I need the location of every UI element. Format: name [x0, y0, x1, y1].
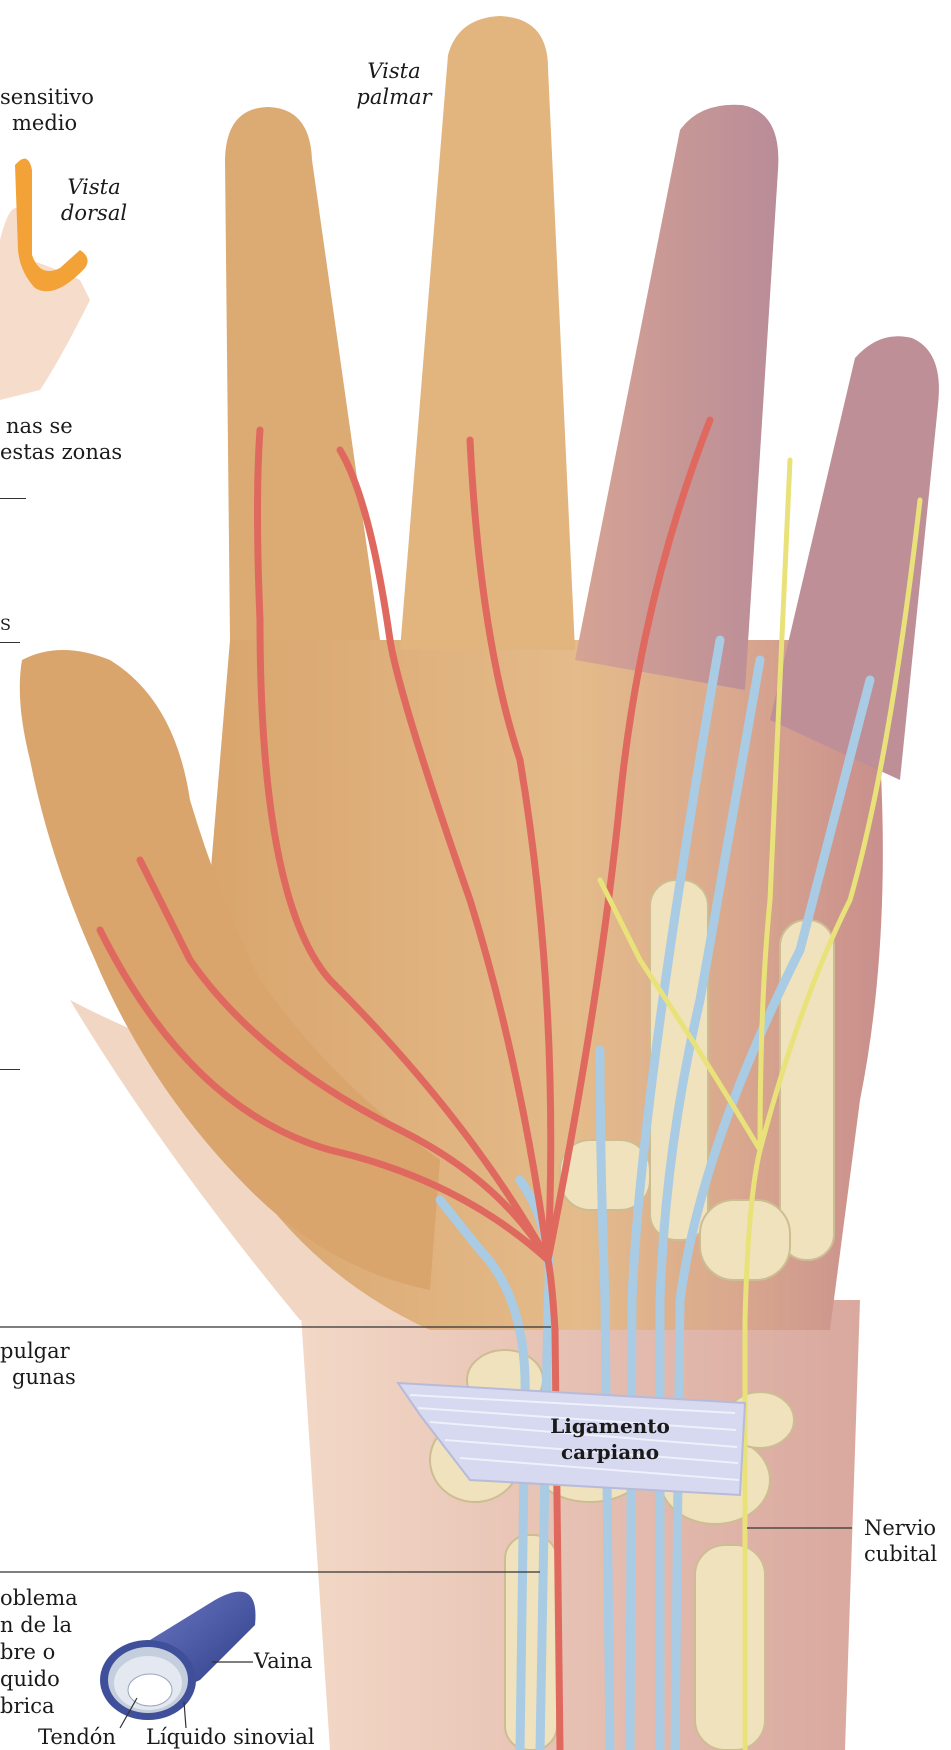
index-finger [225, 107, 380, 640]
middle-finger [400, 16, 575, 650]
problem-line4: quido [0, 1666, 78, 1693]
sensory-line1: sensitivo [0, 84, 94, 110]
forearm [300, 1300, 860, 1750]
problem-line2: n de la [0, 1612, 78, 1639]
ulnar-line1: Nervio [864, 1515, 937, 1541]
ring-finger [575, 105, 778, 690]
problem-line3: bre o [0, 1639, 78, 1666]
problem-line5: brica [0, 1693, 78, 1720]
synovial-fluid-label: Líquido sinovial [146, 1724, 315, 1750]
tendon-label: Tendón [38, 1724, 116, 1750]
thumb-line1: pulgar [0, 1338, 76, 1364]
palmar-view-line2: palmar [345, 84, 443, 110]
palmar-view-title: Vista palmar [345, 58, 443, 110]
zones-line2: estas zonas [0, 439, 122, 465]
dorsal-view-title: Vista dorsal [56, 174, 132, 226]
sensory-line2: medio [0, 110, 94, 136]
palmar-view-line1: Vista [345, 58, 443, 84]
sensory-label-fragment: sensitivo medio [0, 84, 94, 136]
ligament-line2: carpiano [540, 1439, 680, 1465]
divider-rule-3 [0, 1069, 20, 1070]
thumb-label-fragment: pulgar gunas [0, 1338, 76, 1390]
mid-letter-fragment: S [0, 612, 11, 638]
carpal-ligament-label: Ligamento carpiano [540, 1413, 680, 1465]
ulnar-line2: cubital [864, 1541, 937, 1567]
ligament-line1: Ligamento [540, 1413, 680, 1439]
ulnar-nerve-label: Nervio cubital [864, 1515, 937, 1567]
dorsal-view-line1: Vista [56, 174, 132, 200]
dorsal-view-line2: dorsal [56, 200, 132, 226]
problem-line1: oblema [0, 1585, 78, 1612]
zones-line1: nas se [0, 413, 122, 439]
tendon-sheath-inset [100, 1592, 256, 1720]
problem-label-fragment: oblema n de la bre o quido brica [0, 1585, 78, 1720]
divider-rule-2 [0, 642, 20, 643]
thumb-line2: gunas [0, 1364, 76, 1390]
divider-rule-1 [0, 498, 26, 499]
zones-label-fragment: nas se estas zonas [0, 413, 122, 465]
sheath-label: Vaina [254, 1648, 313, 1674]
